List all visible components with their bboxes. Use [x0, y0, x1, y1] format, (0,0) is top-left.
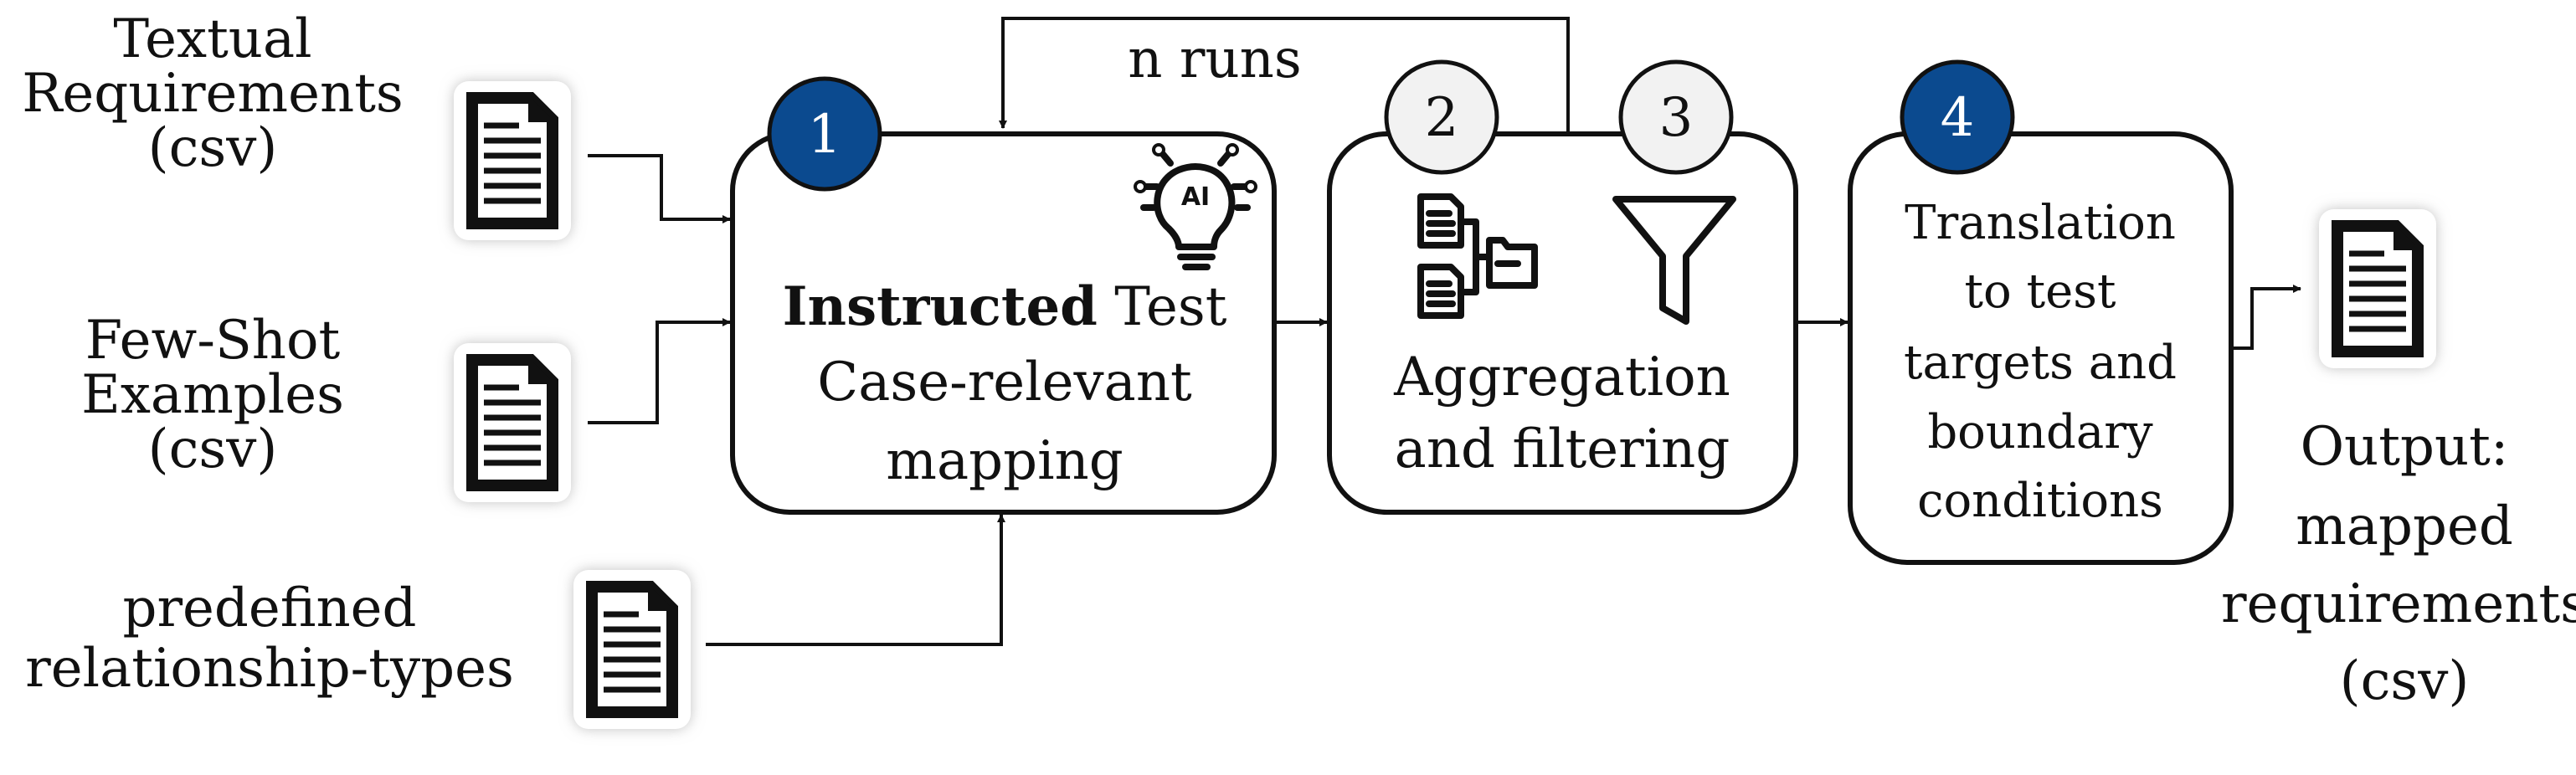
step-4-line: targets and — [1904, 336, 2177, 390]
loop-connector: n runs — [999, 17, 1570, 134]
step-number: 4 — [1941, 87, 1975, 149]
step-1-bold-word: Instructed — [783, 275, 1098, 338]
ai-badge-text: AI — [1181, 182, 1210, 212]
input-label-line: Examples — [81, 364, 344, 426]
step-2-3-line-2: and filtering — [1395, 418, 1730, 480]
step-1-line-3: mapping — [886, 430, 1123, 492]
output-line: (csv) — [2340, 650, 2470, 712]
input-label-line: Few-Shot — [85, 310, 341, 372]
step-1-line-1: Instructed Test — [783, 275, 1227, 338]
input-label-line: Requirements — [22, 63, 404, 125]
input-label-line: Textual — [113, 8, 311, 70]
document-icon — [2319, 209, 2436, 368]
input-label-line: (csv) — [148, 418, 278, 480]
loop-arrow — [999, 17, 1570, 134]
input-textual-requirements: Textual Requirements (csv) — [22, 8, 404, 179]
ai-lightbulb-icon: AI — [1134, 143, 1257, 270]
step-badge-3: 3 — [1618, 59, 1734, 175]
connector-arrow — [588, 154, 731, 223]
step-1-line-2: Case-relevant — [817, 352, 1192, 413]
input-connectors — [588, 154, 1005, 646]
output-line: Output: — [2301, 416, 2509, 478]
connector-arrow — [2231, 285, 2301, 350]
step-badge-circle — [1618, 59, 1734, 175]
document-icon — [573, 570, 691, 729]
document-icon — [454, 343, 571, 502]
step-badge-1: 1 — [767, 76, 882, 192]
output-line: mapped — [2296, 495, 2513, 557]
step-badge-2: 2 — [1384, 59, 1499, 175]
step-2-3-box: Aggregation and filtering — [1327, 131, 1798, 515]
step-4-line: Translation — [1905, 196, 2176, 250]
loop-label: n runs — [1128, 28, 1301, 90]
step-4-line: boundary — [1927, 405, 2153, 459]
step-4-line: to test — [1965, 264, 2116, 319]
connector-arrow — [706, 514, 1005, 646]
step-4-box: Translation to test targets and boundary… — [1848, 131, 2234, 565]
hierarchy-docs-icon — [1417, 193, 1538, 319]
step-number: 2 — [1425, 87, 1459, 149]
connector-arrow — [588, 318, 731, 424]
step-badge-circle — [1900, 59, 2015, 175]
input-label-line: (csv) — [148, 117, 278, 179]
step-number: 1 — [808, 104, 842, 166]
step-badge-circle — [767, 76, 882, 192]
step-1-box: Instructed Test Case-relevant mapping AI — [730, 131, 1277, 515]
document-icon — [454, 81, 571, 240]
output-line: requirements — [2221, 573, 2576, 635]
step-number: 3 — [1659, 87, 1694, 149]
output-label: Output: mapped requirements (csv) — [2221, 416, 2576, 712]
step-badge-circle — [1384, 59, 1499, 175]
step-2-3-line-1: Aggregation — [1393, 346, 1730, 408]
input-relationship-types: predefined relationship-types — [25, 577, 514, 700]
step-1-rest: Test — [1098, 276, 1227, 338]
step-badge-4: 4 — [1900, 59, 2015, 175]
input-label-line: relationship-types — [25, 638, 514, 700]
step-4-line: conditions — [1917, 474, 2163, 528]
input-few-shot-examples: Few-Shot Examples (csv) — [81, 310, 344, 480]
input-label-line: predefined — [122, 577, 416, 639]
funnel-icon — [1612, 196, 1736, 325]
